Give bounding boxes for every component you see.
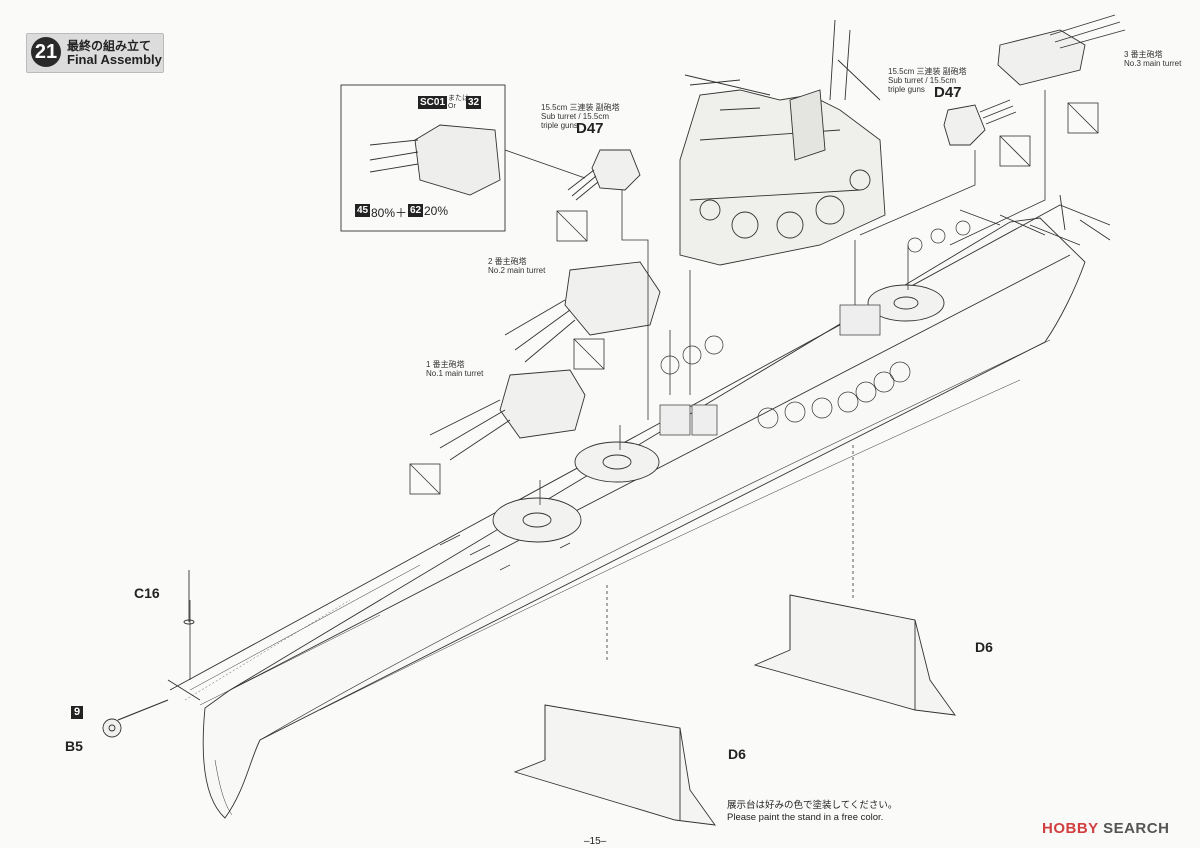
small-parts <box>102 570 201 738</box>
mix-percent-b: 20% <box>424 204 449 218</box>
turret-rings <box>492 284 945 543</box>
main-turret-3-label: 3 番主砲塔 No.3 main turret <box>1124 50 1182 68</box>
part-d6-left: D6 <box>728 746 746 762</box>
superstructure <box>679 19 886 266</box>
page-number: –15– <box>584 836 607 847</box>
paint-code-sc01: SC01 <box>418 96 448 109</box>
paint-code-45: 45 <box>355 204 371 217</box>
step-title-en: Final Assembly <box>67 52 162 67</box>
part-d47-left: D47 <box>576 120 604 137</box>
part-d47-right: D47 <box>934 84 962 101</box>
main-turret-1-label: 1 番主砲塔 No.1 main turret <box>426 360 484 378</box>
sub-turret-left-label: 15.5cm 三連装 副砲塔 Sub turret / 15.5cm tripl… <box>541 103 620 130</box>
main-turret-1 <box>429 369 586 461</box>
step-title-jp: 最終の組み立て <box>67 39 152 53</box>
stand-right <box>753 594 956 716</box>
paint-code-62: 62 <box>408 204 424 217</box>
guide-lines <box>117 90 1046 721</box>
aircraft-deck <box>959 194 1111 246</box>
stand-note-jp: 展示台は好みの色で塗装してください。 <box>727 800 898 811</box>
sub-turret-right <box>943 99 1017 146</box>
watermark: HOBBY SEARCH <box>1042 820 1169 837</box>
stand-left <box>513 704 716 826</box>
step-header: 21 最終の組み立て Final Assembly <box>26 33 164 73</box>
paint-code-32: 32 <box>466 96 482 109</box>
sub-turret-left <box>567 149 641 201</box>
part-9: 9 <box>71 706 84 719</box>
no-glue-icons <box>409 102 1099 495</box>
mix-percent-a: 80%＋ <box>371 206 408 220</box>
deck-fittings <box>439 220 971 571</box>
stand-note-en: Please paint the stand in a free color. <box>727 812 884 823</box>
part-d6-right: D6 <box>975 639 993 655</box>
step-number: 21 <box>31 37 61 67</box>
main-turret-3 <box>997 14 1126 86</box>
sub-turret-right-label: 15.5cm 三連装 副砲塔 Sub turret / 15.5cm tripl… <box>888 67 967 94</box>
main-turret-2 <box>504 261 661 363</box>
part-b5: B5 <box>65 738 83 754</box>
or-text: または Or <box>448 95 469 110</box>
watermark-hobby: HOBBY <box>1042 820 1099 837</box>
part-c16: C16 <box>134 585 160 601</box>
main-turret-2-label: 2 番主砲塔 No.2 main turret <box>488 257 546 275</box>
watermark-search: SEARCH <box>1103 820 1170 837</box>
